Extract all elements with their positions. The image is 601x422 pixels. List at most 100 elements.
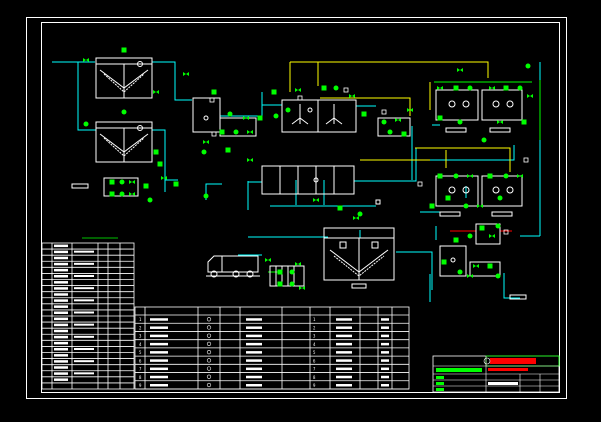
pump-icon xyxy=(147,197,153,203)
gate-valve-icon xyxy=(457,68,463,72)
check-valve-icon xyxy=(437,115,443,121)
check-valve-icon xyxy=(445,195,451,201)
legend-index: 6 xyxy=(139,358,142,363)
pump-icon xyxy=(467,85,473,91)
legend-index: 3 xyxy=(139,334,142,339)
pump-icon xyxy=(119,179,125,185)
check-valve-icon xyxy=(453,237,459,243)
gate-valve-icon xyxy=(497,120,503,124)
gate-valve-icon xyxy=(299,286,305,290)
instrument-icon xyxy=(523,157,529,163)
reaction-tank xyxy=(281,99,357,133)
check-valve-icon xyxy=(321,85,327,91)
check-valve-icon xyxy=(157,161,163,167)
pump-icon xyxy=(201,149,207,155)
gate-valve-icon xyxy=(243,116,249,120)
pump-icon xyxy=(285,107,291,113)
legend-index: 6 xyxy=(313,358,316,363)
legend-index: 4 xyxy=(313,342,316,347)
gate-valve-icon xyxy=(153,90,159,94)
gate-valve-icon xyxy=(295,262,301,266)
valves-instruments xyxy=(83,47,533,290)
thickener-tank xyxy=(323,227,395,289)
pump-icon xyxy=(497,195,503,201)
check-valve-icon xyxy=(429,203,435,209)
pump-icon xyxy=(381,119,387,125)
equipment-table xyxy=(41,237,135,390)
pump-icon xyxy=(83,121,89,127)
gate-valve-icon xyxy=(473,264,479,268)
legend-index: 2 xyxy=(313,325,316,330)
pump-icon xyxy=(289,281,295,287)
legend-index: 1 xyxy=(313,317,316,322)
regulating-tank xyxy=(192,97,221,133)
gate-valve-icon xyxy=(467,274,473,278)
check-valve-icon xyxy=(219,129,225,135)
pipelines-cyan xyxy=(52,61,541,302)
pump-icon xyxy=(387,129,393,135)
check-valve-icon xyxy=(173,181,179,187)
gate-valve-icon xyxy=(349,94,355,98)
legend-index: 2 xyxy=(139,325,142,330)
check-valve-icon xyxy=(225,147,231,153)
pump-icon xyxy=(453,173,459,179)
check-valve-icon xyxy=(487,173,493,179)
instrument-icon xyxy=(381,109,387,115)
instrument-icon xyxy=(417,181,423,187)
pump-icon xyxy=(333,85,339,91)
check-valve-icon xyxy=(401,131,407,137)
pump-icon xyxy=(119,191,125,197)
gate-valve-icon xyxy=(477,204,483,208)
pump-icon xyxy=(121,109,127,115)
pump-icon xyxy=(517,85,523,91)
title-block xyxy=(432,355,560,393)
check-valve-icon xyxy=(337,205,343,211)
gate-valve-icon xyxy=(295,88,301,92)
gate-valve-icon xyxy=(161,176,167,180)
check-valve-icon xyxy=(479,225,485,231)
pump-icon xyxy=(227,111,233,117)
pump-icon xyxy=(467,233,473,239)
pump-icon xyxy=(233,129,239,135)
gate-valve-icon xyxy=(183,72,189,76)
gate-valve-icon xyxy=(203,140,209,144)
pump-icon xyxy=(503,173,509,179)
inner-frame xyxy=(41,22,560,393)
pump-icon xyxy=(495,223,501,229)
check-valve-icon xyxy=(109,179,115,185)
instrument-icon xyxy=(503,229,509,235)
gate-valve-icon xyxy=(247,158,253,162)
legend-index: 9 xyxy=(313,383,316,388)
gate-valve-icon xyxy=(407,108,413,112)
settling-tank-1 xyxy=(95,57,153,99)
sludge-truck xyxy=(206,255,260,278)
legend-index: 7 xyxy=(313,367,316,372)
instrument-icon xyxy=(343,87,349,93)
legend-index: 1 xyxy=(139,317,142,322)
check-valve-icon xyxy=(271,89,277,95)
instrument-icon xyxy=(209,97,215,103)
legend-index: 9 xyxy=(139,383,142,388)
gate-valve-icon xyxy=(437,86,443,90)
gate-valve-icon xyxy=(313,198,319,202)
gate-valve-icon xyxy=(527,94,533,98)
pump-icon xyxy=(481,137,487,143)
check-valve-icon xyxy=(521,119,527,125)
check-valve-icon xyxy=(121,47,127,53)
check-valve-icon xyxy=(361,111,367,117)
dosing-tank xyxy=(439,245,467,277)
filter-press xyxy=(269,265,305,287)
check-valve-icon xyxy=(277,281,283,287)
gate-valve-icon xyxy=(395,118,401,122)
legend-index: 5 xyxy=(313,350,316,355)
gate-valve-icon xyxy=(83,58,89,62)
pump-icon xyxy=(495,273,501,279)
gate-valve-icon xyxy=(129,180,135,184)
check-valve-icon xyxy=(503,85,509,91)
settling-tank-2 xyxy=(95,121,153,163)
aeration-pump-group xyxy=(219,117,527,300)
gate-valve-icon xyxy=(517,174,523,178)
check-valve-icon xyxy=(453,85,459,91)
